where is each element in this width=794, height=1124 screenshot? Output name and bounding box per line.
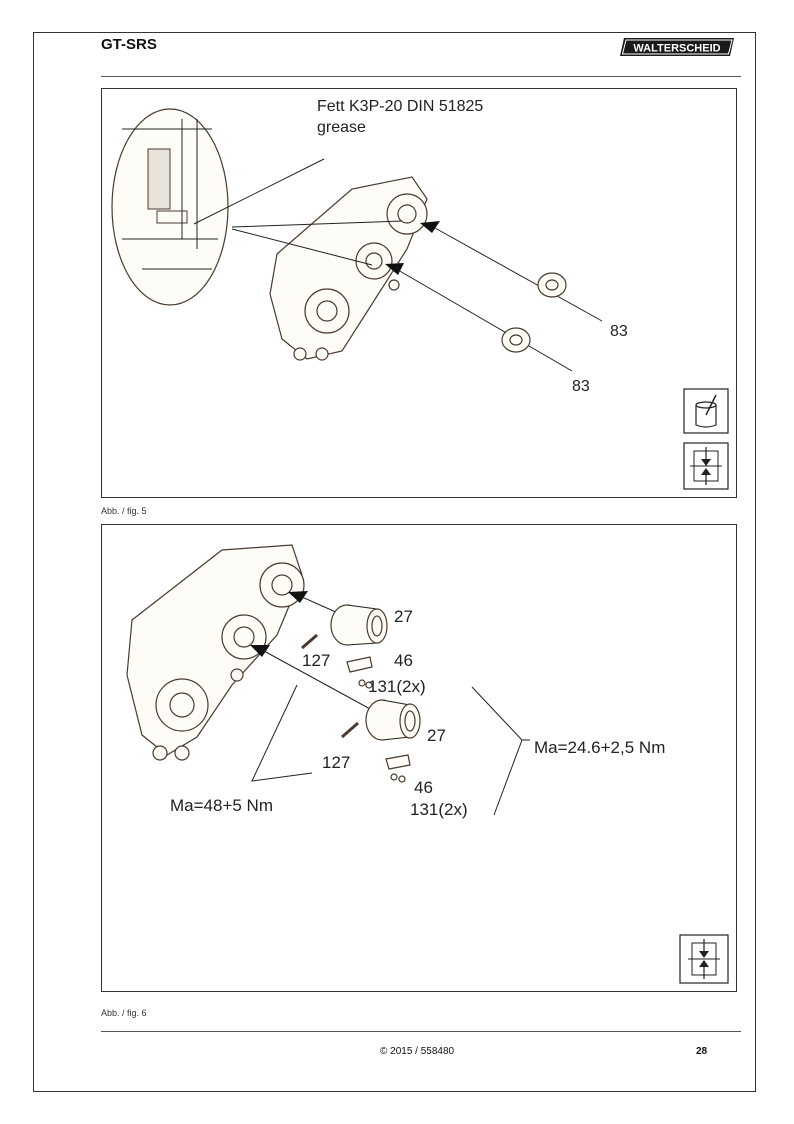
leader-lower-flange [263, 650, 373, 711]
logo-wordmark: WALTERSCHEID [633, 43, 720, 55]
part-number-46-lower: 46 [414, 778, 433, 797]
header-rule [101, 76, 741, 77]
grease-label-english: grease [317, 119, 366, 136]
arrow-upper-seat [420, 221, 440, 233]
leader-part-83-upper [434, 227, 603, 322]
torque-left-leader [251, 684, 313, 782]
figure-6-drawing: 27 127 46 131(2x) 27 127 46 131(2x) Ma=2… [126, 544, 729, 984]
part-number-83-lower: 83 [572, 378, 590, 395]
grease-spec-label: Fett K3P-20 DIN 51825 [317, 98, 483, 115]
part-number-131-upper: 131(2x) [368, 677, 426, 696]
grease-pot-icon [683, 388, 729, 434]
washer-83-upper [537, 272, 567, 298]
press-fit-icon [683, 442, 729, 490]
press-fit-icon [679, 934, 729, 984]
arrow-lower-seat [385, 263, 404, 275]
grease-leader-lower [231, 228, 373, 266]
arrow-upper-shaft [288, 591, 308, 603]
torque-spec-right: Ma=24.6+2,5 Nm [534, 738, 665, 757]
part-number-127-lower: 127 [322, 753, 350, 772]
flange-27-lower [365, 699, 421, 741]
part-number-27-upper: 27 [394, 607, 413, 626]
screw-127-upper [301, 633, 318, 650]
gearbox-housing [126, 544, 305, 761]
flange-27-upper [330, 604, 388, 646]
arrow-lower-shaft [250, 645, 270, 657]
walterscheid-logo: WALTERSCHEID [620, 38, 734, 56]
washer-83-lower [501, 327, 531, 353]
gearbox-housing [269, 176, 428, 361]
page-number: 28 [696, 1046, 708, 1057]
screw-127-lower [341, 721, 359, 739]
part-number-131-lower: 131(2x) [410, 800, 468, 819]
part-number-127-upper: 127 [302, 651, 330, 670]
part-number-83-upper: 83 [610, 323, 628, 340]
figure-6-panel: 27 127 46 131(2x) 27 127 46 131(2x) Ma=2… [101, 524, 737, 992]
plate-46-upper [346, 656, 373, 689]
footer-copyright: © 2015 / 558480 [380, 1046, 455, 1057]
logo-badge-outline [621, 39, 733, 55]
figure-6-caption: Abb. / fig. 6 [101, 1008, 147, 1018]
footer-rule [101, 1031, 741, 1032]
part-number-46-upper: 46 [394, 651, 413, 670]
leader-upper-flange [301, 596, 339, 614]
bearing-detail-magnifier [111, 108, 229, 306]
grease-leader-upper [231, 220, 403, 228]
figure-5-caption: Abb. / fig. 5 [101, 506, 147, 516]
figure-5-panel: Fett K3P-20 DIN 51825 grease 83 83 [101, 88, 737, 498]
part-number-27-lower: 27 [427, 726, 446, 745]
torque-right-leader [471, 686, 523, 816]
logo-badge-shape [620, 38, 734, 56]
document-title: GT-SRS [101, 36, 157, 53]
torque-spec-left: Ma=48+5 Nm [170, 796, 273, 815]
page-frame [33, 32, 756, 1092]
grease-leader-line [193, 158, 325, 225]
plate-46-lower [385, 754, 411, 783]
figure-5-drawing: Fett K3P-20 DIN 51825 grease 83 83 [111, 98, 729, 490]
leader-part-83-lower [397, 269, 573, 372]
